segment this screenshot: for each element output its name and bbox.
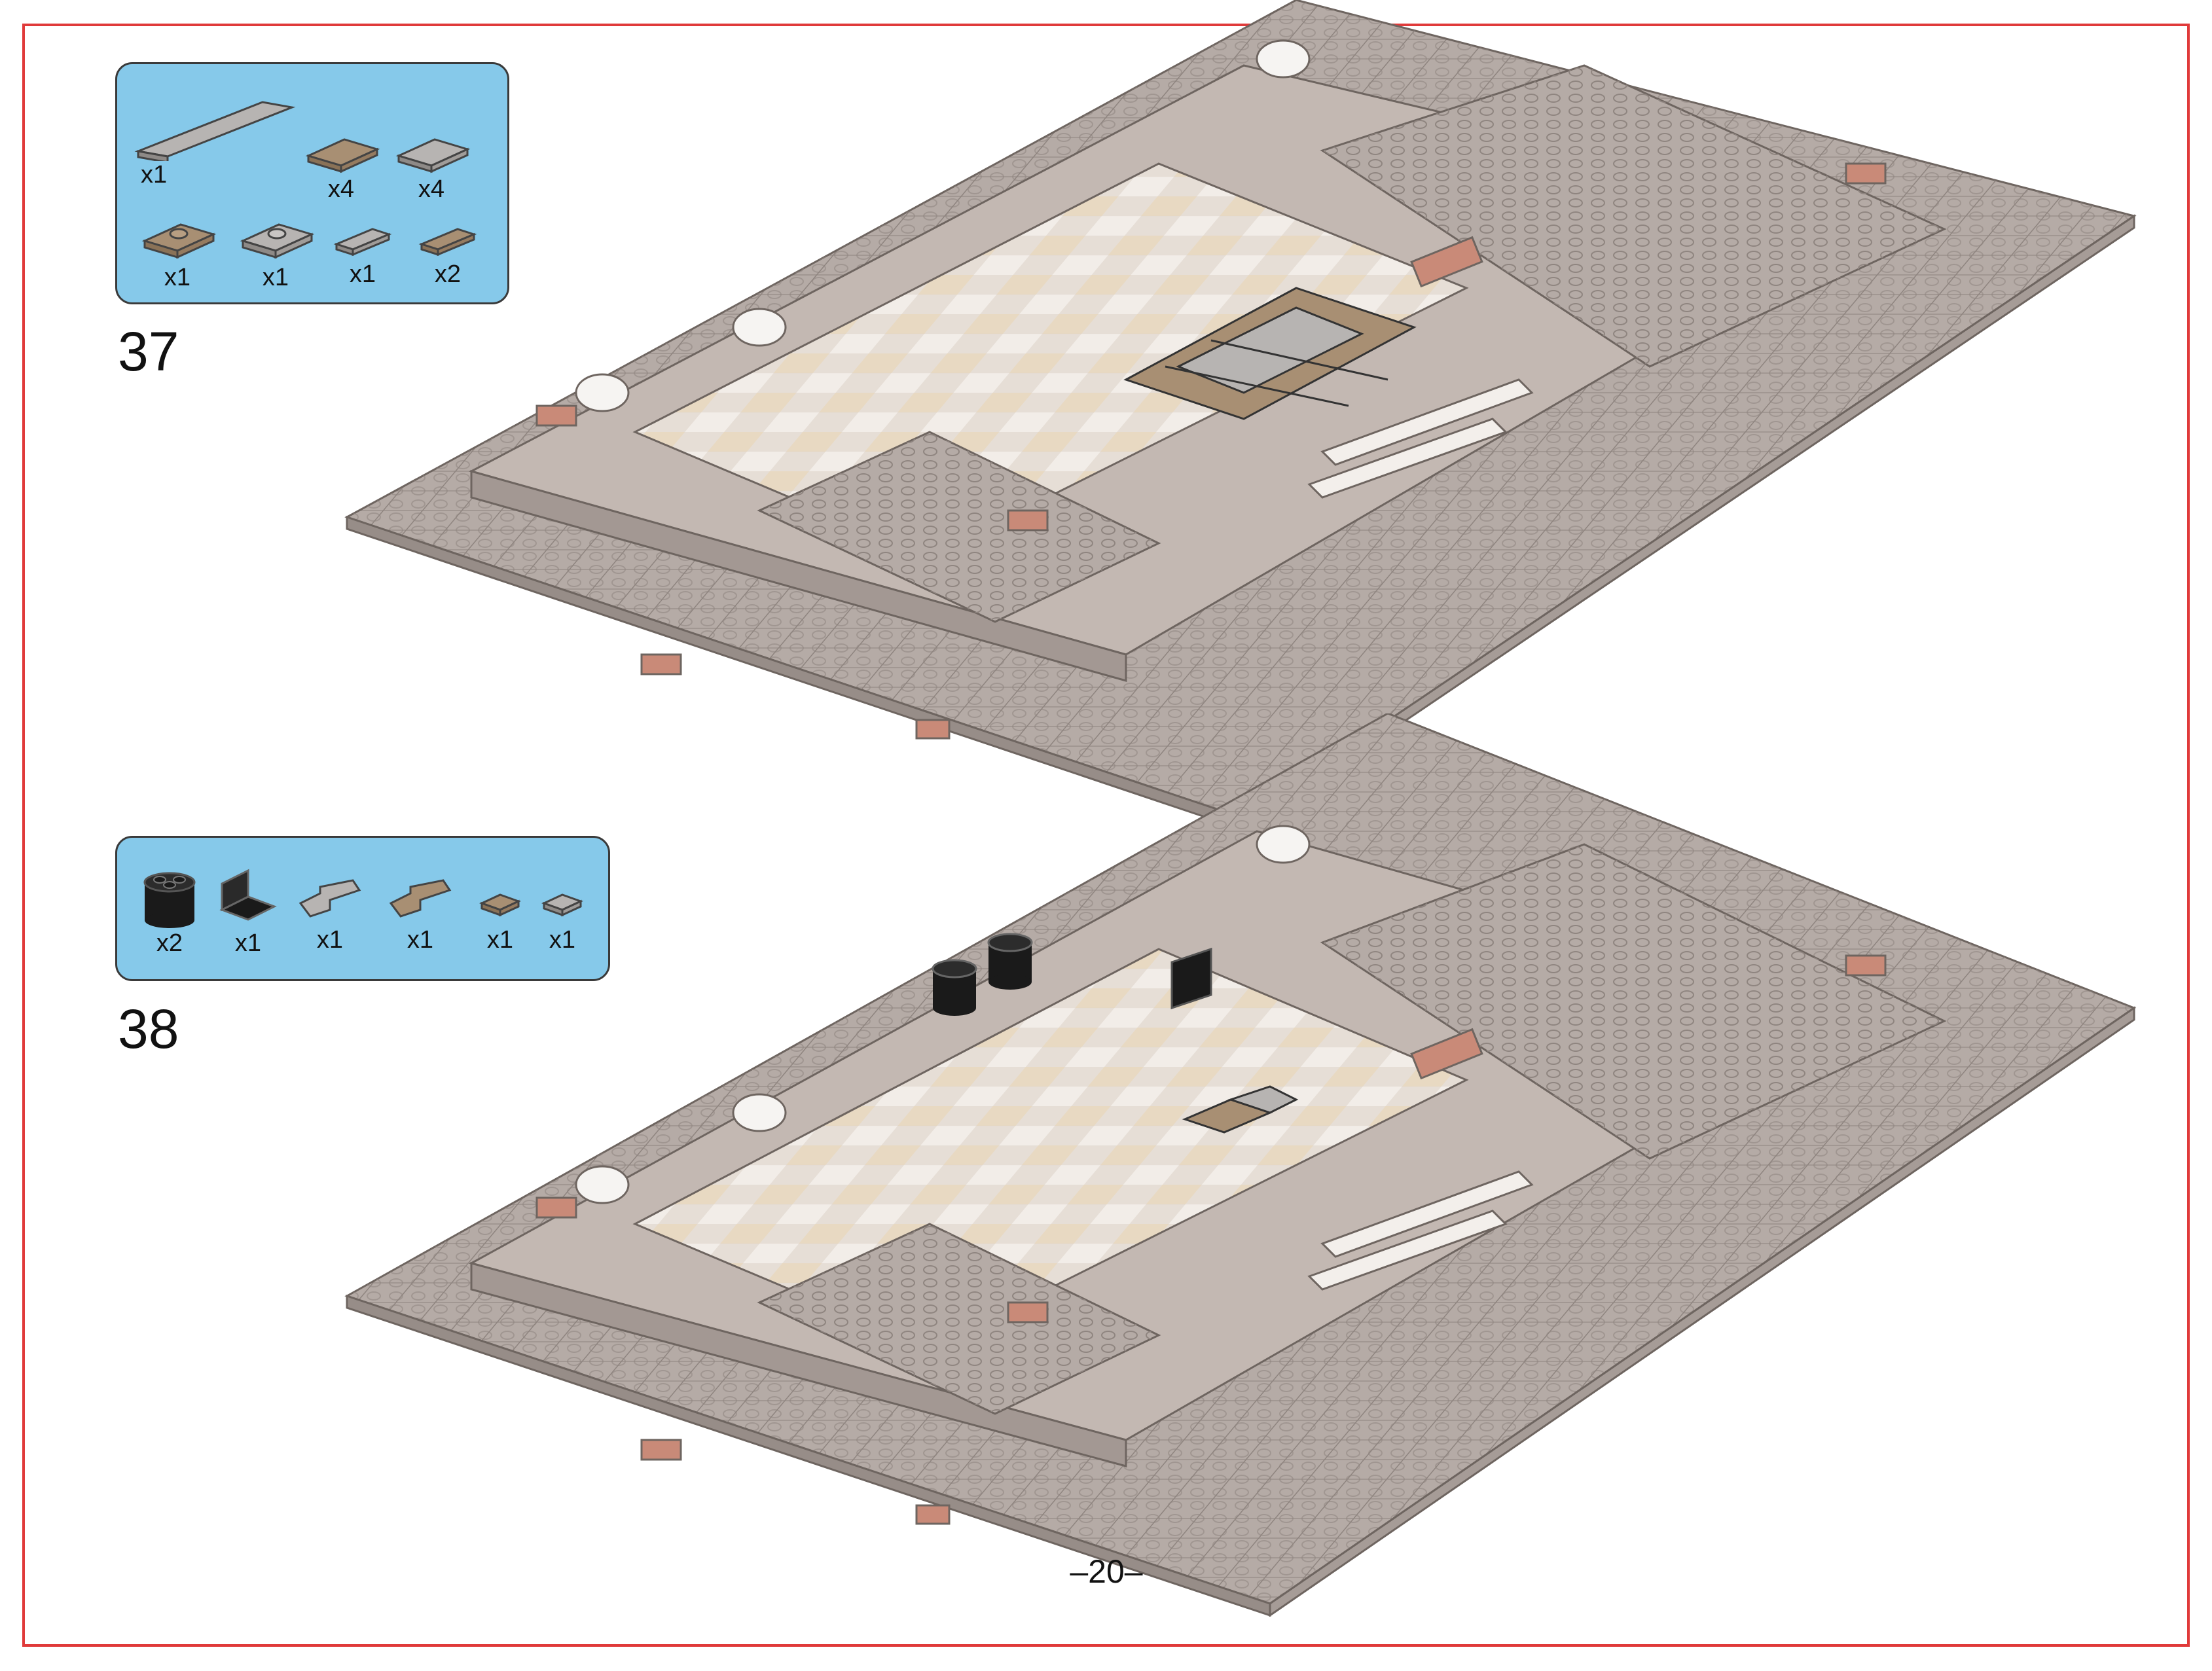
part-quantity: x1 bbox=[549, 926, 576, 954]
light-gray-plate-1x8-icon bbox=[134, 101, 296, 161]
black-bracket-icon bbox=[219, 869, 277, 921]
new-black-round-bricks bbox=[932, 933, 1033, 1016]
new-tiles-highlight bbox=[1123, 287, 1417, 420]
black-round-brick-2x2-icon bbox=[143, 872, 196, 928]
model-illustration-step-38 bbox=[344, 713, 2137, 1617]
tan-tile-1x2-icon bbox=[418, 228, 477, 257]
part-item: x1 bbox=[327, 221, 399, 289]
part-item: x1 bbox=[384, 874, 456, 954]
part-item: x1 bbox=[230, 211, 321, 292]
step-number: 37 bbox=[118, 321, 179, 382]
part-quantity: x1 bbox=[262, 264, 289, 291]
part-item: x2 bbox=[412, 221, 484, 289]
part-quantity: x2 bbox=[156, 929, 183, 957]
page-number: –20– bbox=[1070, 1553, 1143, 1590]
light-gray-tile-2x2-icon bbox=[395, 138, 471, 173]
page-border bbox=[22, 24, 2190, 1647]
step-number: 38 bbox=[118, 998, 179, 1060]
part-quantity: x2 bbox=[434, 261, 462, 288]
light-gray-tile-1x1-icon bbox=[541, 893, 583, 917]
part-quantity: x1 bbox=[234, 929, 262, 957]
part-quantity: x1 bbox=[316, 926, 344, 954]
tan-tile-1x1-icon bbox=[479, 893, 521, 917]
part-item: x1 bbox=[132, 82, 302, 189]
light-gray-jumper-plate-2x2-icon bbox=[240, 223, 315, 259]
part-quantity: x1 bbox=[349, 261, 376, 288]
part-item: x1 bbox=[536, 880, 589, 954]
part-quantity: x1 bbox=[407, 926, 434, 954]
part-item: x2 bbox=[130, 864, 209, 958]
parts-callout-step-37: x1 x4 x4 x1 x1 bbox=[115, 62, 509, 304]
parts-callout-step-38: x2 x1 x1 x1 x1 x1 bbox=[115, 836, 610, 981]
tan-tile-2x2-icon bbox=[305, 138, 380, 173]
part-item: x1 bbox=[212, 864, 284, 958]
light-gray-corner-tile-icon bbox=[299, 879, 361, 918]
part-quantity: x4 bbox=[327, 175, 355, 203]
part-item: x1 bbox=[294, 874, 366, 954]
part-item: x1 bbox=[132, 211, 223, 292]
part-quantity: x1 bbox=[486, 926, 514, 954]
new-black-bracket bbox=[1170, 947, 1212, 1010]
light-gray-tile-1x2-icon bbox=[333, 228, 392, 257]
tan-corner-tile-icon bbox=[389, 879, 452, 918]
part-quantity: x1 bbox=[164, 264, 191, 291]
part-item: x4 bbox=[386, 130, 477, 204]
model-illustration-step-37 bbox=[344, 0, 2137, 831]
tan-jumper-plate-2x2-icon bbox=[141, 223, 217, 259]
part-quantity: x4 bbox=[418, 175, 445, 203]
part-quantity: x1 bbox=[141, 161, 168, 189]
part-item: x4 bbox=[295, 130, 387, 204]
part-item: x1 bbox=[474, 880, 526, 954]
